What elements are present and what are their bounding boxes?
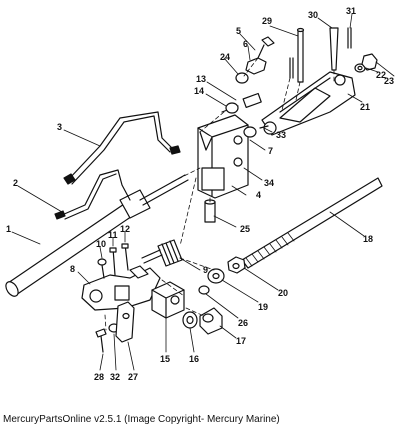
callout-12: 12: [120, 224, 130, 234]
callout-26: 26: [238, 318, 248, 328]
part-1-main-tube: [5, 174, 189, 297]
part-15-block: [151, 281, 185, 319]
callout-20: 20: [278, 288, 288, 298]
part-26-oring: [198, 285, 210, 295]
callout-16: 16: [189, 354, 199, 364]
image-caption: MercuryPartsOnline v2.5.1 (Image Copyrig…: [3, 414, 280, 425]
part-29-pin: [296, 27, 305, 83]
callout-25: 25: [240, 224, 250, 234]
callout-17: 17: [236, 336, 246, 346]
part-4-bracket: [197, 114, 249, 199]
callout-21: 21: [360, 102, 370, 112]
callout-9: 9: [203, 265, 208, 275]
part-28-bolt: [95, 328, 107, 353]
part-17-cap: [199, 307, 223, 335]
callout-1: 1: [6, 224, 11, 234]
callout-23: 23: [384, 76, 394, 86]
part-19-washer: [207, 268, 225, 284]
callout-14: 14: [194, 86, 204, 96]
part-18-shaft: [241, 177, 383, 269]
part-10-fitting: [97, 258, 107, 279]
part-33-clip: [259, 125, 269, 129]
callout-33: 33: [276, 130, 286, 140]
callout-6: 6: [243, 39, 248, 49]
callout-11: 11: [108, 230, 118, 240]
part-23-nut: [361, 53, 378, 71]
part-30-pin: [329, 27, 339, 71]
callout-5: 5: [236, 26, 241, 36]
part-24-washer: [235, 72, 249, 84]
callout-32: 32: [110, 372, 120, 382]
part-31-cotter: [289, 27, 352, 79]
callout-4: 4: [256, 190, 261, 200]
callout-24: 24: [220, 52, 230, 62]
callout-27: 27: [128, 372, 138, 382]
callout-30: 30: [308, 10, 318, 20]
part-3-upper-line: [63, 111, 181, 185]
part-5-bolt: [257, 36, 275, 59]
part-11-fitting: [109, 247, 117, 276]
part-25-sleeve: [204, 199, 216, 223]
callout-15: 15: [160, 354, 170, 364]
callout-18: 18: [363, 234, 373, 244]
part-16-washer: [182, 311, 198, 329]
callout-2: 2: [13, 178, 18, 188]
part-9-coupler: [141, 239, 183, 267]
part-2-lower-line: [54, 169, 131, 220]
callout-3: 3: [57, 122, 62, 132]
callout-7: 7: [268, 146, 273, 156]
callout-34: 34: [264, 178, 274, 188]
part-12-fitting: [121, 243, 129, 271]
part-14-washer: [225, 102, 239, 114]
callout-29: 29: [262, 16, 272, 26]
callout-10: 10: [96, 239, 106, 249]
part-21-arm: [261, 71, 356, 136]
callout-19: 19: [258, 302, 268, 312]
callout-22: 22: [376, 70, 386, 80]
callout-13: 13: [196, 74, 206, 84]
part-8-valve-body: [81, 265, 161, 311]
part-7-bushing: [243, 126, 257, 138]
callout-8: 8: [70, 264, 75, 274]
callout-28: 28: [94, 372, 104, 382]
callout-31: 31: [346, 6, 356, 16]
part-20-nut: [227, 256, 246, 274]
part-27-tab: [115, 301, 135, 343]
